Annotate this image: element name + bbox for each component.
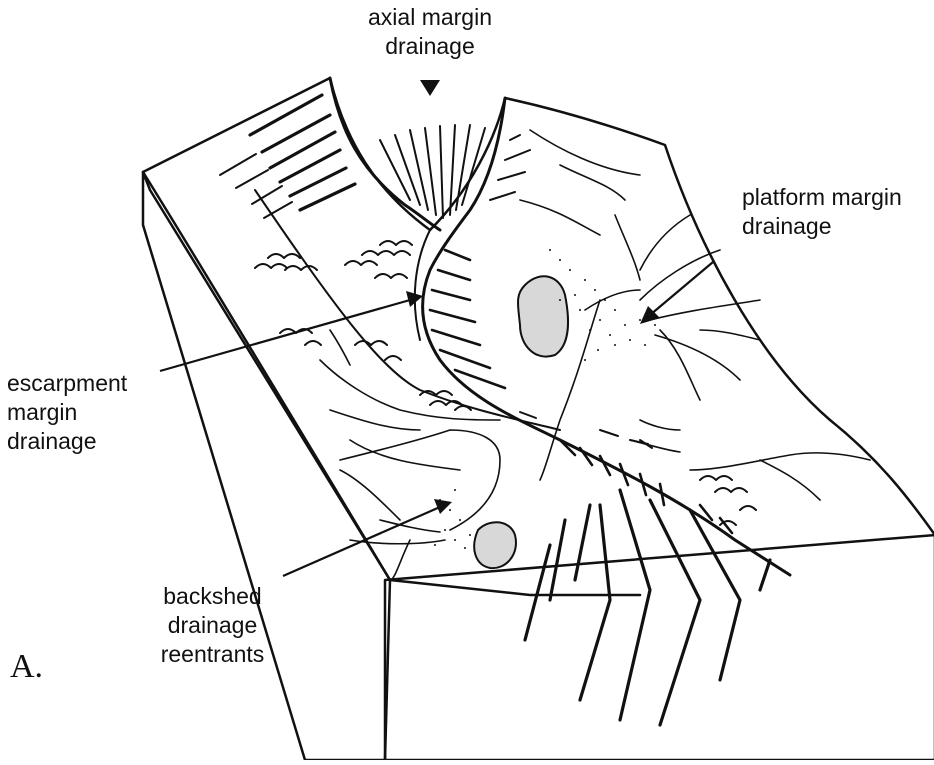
arrow-axial: [420, 80, 440, 96]
label-platform-line-1: platform margin: [742, 183, 902, 212]
label-escarpment-line-2: margin: [7, 398, 127, 427]
arrow-backshed: [283, 499, 452, 576]
fault-lines: [525, 490, 770, 725]
label-backshed-line-2: drainage: [140, 611, 285, 640]
scarp-hachures-left: [220, 95, 355, 218]
playa-upper: [518, 276, 568, 356]
label-platform-margin-drainage: platform margin drainage: [742, 183, 902, 241]
label-axial-line-2: drainage: [355, 32, 505, 61]
label-axial-margin-drainage: axial margin drainage: [355, 3, 505, 61]
arrow-escarpment: [160, 291, 423, 371]
lowland-streams: [320, 330, 500, 580]
label-escarpment-line-3: drainage: [7, 427, 127, 456]
label-platform-line-2: drainage: [742, 212, 902, 241]
playa-lower: [474, 522, 516, 568]
label-backshed-line-1: backshed: [140, 582, 285, 611]
label-backshed-drainage-reentrants: backshed drainage reentrants: [140, 582, 285, 669]
panel-label: A.: [10, 648, 43, 686]
label-escarpment-line-1: escarpment: [7, 369, 127, 398]
escarpment-hachures-right: [430, 135, 530, 388]
label-escarpment-margin-drainage: escarpment margin drainage: [7, 369, 127, 456]
label-axial-line-1: axial margin: [355, 3, 505, 32]
label-backshed-line-3: reentrants: [140, 640, 285, 669]
axial-valley-hachures: [380, 125, 485, 218]
